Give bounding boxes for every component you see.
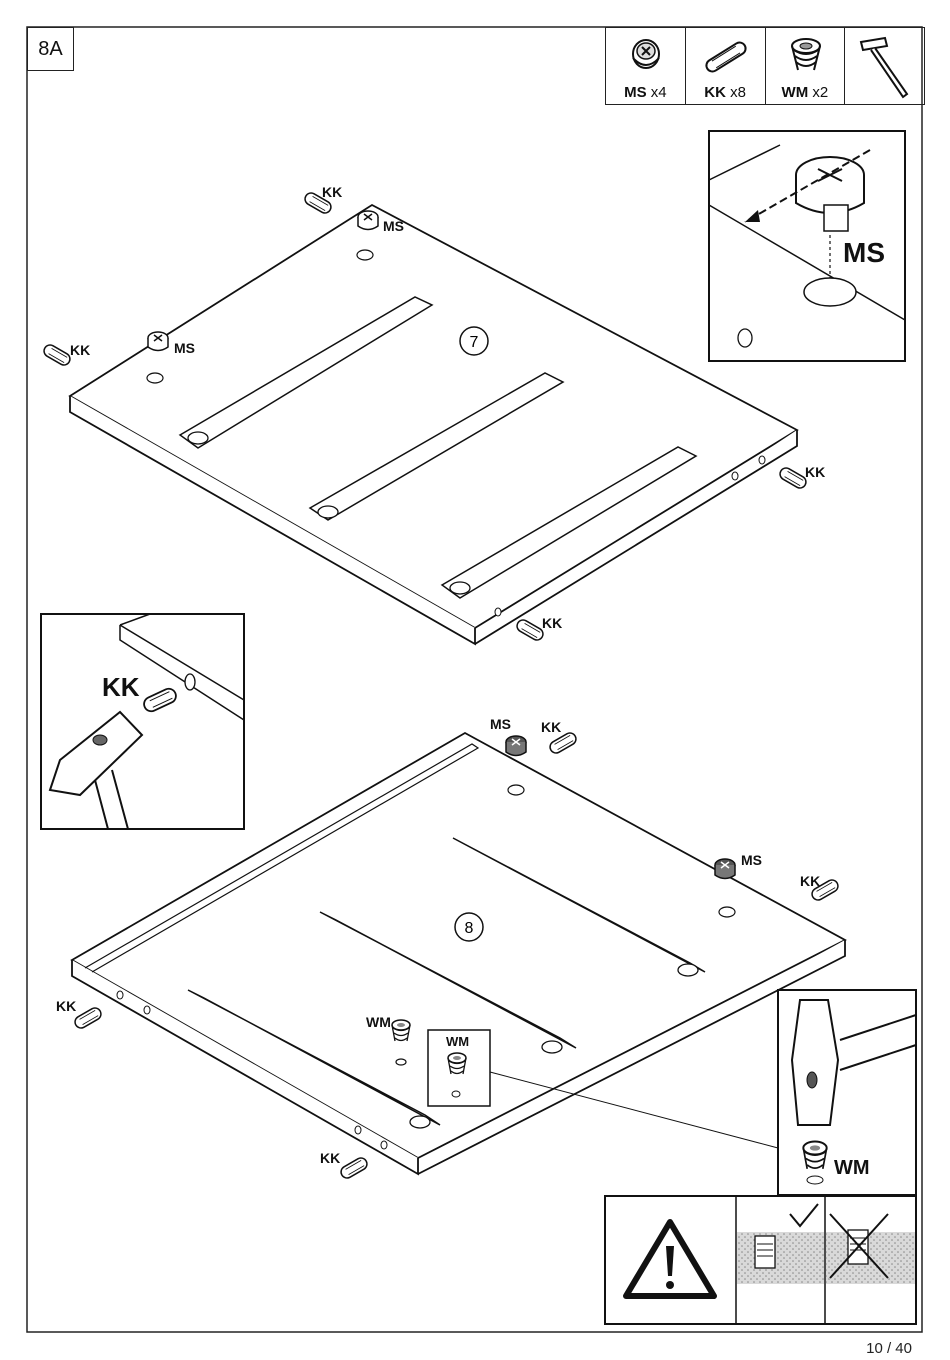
- label-kk: KK: [70, 342, 90, 358]
- detail-label-ms: MS: [843, 237, 885, 268]
- cam-lock: [506, 736, 526, 756]
- panel-number: 7: [470, 334, 479, 351]
- floor-protection-warning: [605, 1196, 916, 1324]
- callout-label-wm: WM: [446, 1034, 469, 1049]
- label-kk: KK: [320, 1150, 340, 1166]
- cam-lock-detail: MS: [709, 131, 905, 361]
- dowel: [73, 1006, 103, 1030]
- cam-lock: [715, 859, 735, 879]
- panel-7: 7: [70, 205, 797, 644]
- page-number: 10 / 40: [866, 1340, 912, 1357]
- detail-label-wm: WM: [834, 1157, 870, 1179]
- label-kk: KK: [542, 615, 562, 631]
- detail-label-kk: KK: [102, 672, 140, 702]
- label-ms: MS: [383, 218, 404, 234]
- label-ms: MS: [741, 852, 762, 868]
- insert-hammer-detail: WM: [778, 990, 916, 1195]
- dowel: [339, 1156, 369, 1180]
- dowel: [515, 618, 545, 642]
- label-kk: KK: [541, 719, 561, 735]
- label-kk: KK: [56, 998, 76, 1014]
- label-kk: KK: [805, 464, 825, 480]
- dowel: [42, 343, 72, 367]
- label-ms: MS: [490, 716, 511, 732]
- dowel: [778, 466, 808, 490]
- cam-lock: [358, 211, 378, 230]
- cam-lock: [148, 332, 168, 351]
- label-wm: WM: [366, 1014, 391, 1030]
- label-ms: MS: [174, 340, 195, 356]
- panel-number: 8: [465, 920, 474, 937]
- label-kk: KK: [800, 873, 820, 889]
- dowel-hammer-detail: KK: [41, 614, 244, 829]
- label-kk: KK: [322, 184, 342, 200]
